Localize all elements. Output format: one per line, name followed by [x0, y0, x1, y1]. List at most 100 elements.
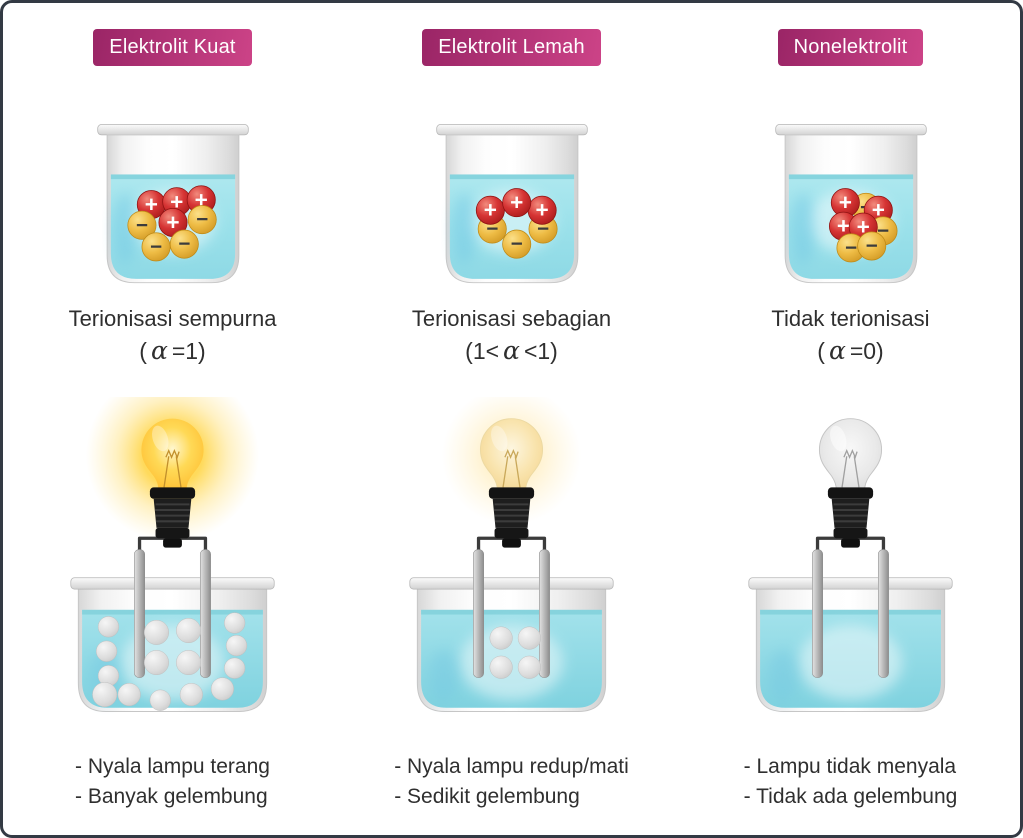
badge-nonelektrolit: Nonelektrolit [777, 29, 924, 66]
negative-ion [126, 210, 156, 240]
socket-ring [155, 528, 190, 539]
ionization-caption-strong: Terionisasi sempurna (α=1) [69, 305, 277, 367]
ionization-caption-weak: Terionisasi sebagian (1<α<1) [412, 305, 611, 367]
gas-bubble [149, 689, 171, 712]
caption-line: Terionisasi sebagian [411, 306, 612, 331]
electrode-right [199, 549, 211, 679]
minus-sign: − [844, 236, 856, 259]
test-beaker-rim [409, 577, 614, 590]
observation-item: - Nyala lampu terang [75, 755, 270, 779]
gas-bubble [179, 683, 203, 707]
bulb-highlight [152, 426, 169, 452]
badge-elektrolit-lemah: Elektrolit Lemah [422, 29, 601, 66]
positive-ion [501, 188, 531, 218]
minus-sign: − [178, 233, 190, 256]
observation-item: - Banyak gelembung [75, 785, 268, 809]
minus-sign: − [196, 208, 208, 231]
ionization-beaker-non: −++−++−− [774, 124, 927, 284]
electrode-right [877, 549, 889, 679]
conductivity-apparatus-non [748, 418, 953, 713]
liquid-shade [767, 649, 798, 703]
liquid-shade [452, 193, 475, 265]
alpha-symbol: α [150, 335, 168, 365]
bulb-filament [841, 456, 860, 488]
plus-sign: + [871, 198, 884, 223]
expr-pre: (1< [465, 337, 500, 364]
gas-bubble [97, 616, 120, 638]
ion-group: +++−+−−− [126, 185, 217, 262]
bulb-socket [488, 487, 535, 500]
socket-ribs [155, 503, 190, 523]
bulb-socket [827, 487, 874, 500]
beaker-rim [774, 124, 927, 136]
socket-ring [833, 528, 868, 539]
gas-bubble [489, 656, 513, 680]
observation-item: - Nyala lampu redup/mati [394, 755, 629, 779]
gas-bubble [517, 626, 541, 650]
test-beaker-rim [70, 577, 275, 590]
ion-group: −+−++− [475, 188, 558, 259]
plus-sign: + [144, 192, 157, 217]
electrode-right [538, 549, 550, 679]
alpha-symbol: α [828, 335, 846, 365]
negative-ion [501, 229, 531, 259]
gas-bubble [95, 641, 118, 663]
observations-weak: - Nyala lampu redup/mati - Sedikit gelem… [394, 752, 629, 812]
negative-ion [169, 229, 199, 259]
liquid-surface [449, 174, 574, 180]
liquid-shade [791, 193, 814, 265]
liquid-highlight [798, 625, 903, 701]
liquid-surface [110, 174, 235, 180]
observation-item: - Sedikit gelembung [394, 785, 580, 809]
liquid-shade [113, 193, 136, 265]
observation-item: - Tidak ada gelembung [743, 785, 958, 809]
bulb-filament-coil [843, 449, 858, 460]
alpha-expression: (α=1) [69, 334, 277, 368]
beaker-rim [435, 124, 588, 136]
observations-non: - Lampu tidak menyala - Tidak ada gelemb… [744, 752, 958, 812]
conductivity-apparatus-weak [409, 397, 614, 713]
column-strong-electrolyte: Elektrolit Kuat +++−+−−− Terionisasi sem… [3, 29, 342, 835]
plus-sign: + [535, 198, 548, 223]
minus-sign: − [150, 236, 162, 259]
minus-sign: − [135, 214, 147, 237]
bulb-socket [149, 487, 196, 500]
gas-bubble [224, 612, 246, 634]
beaker-rim [96, 124, 249, 136]
bulb-filament-coil [165, 449, 180, 460]
socket-nub [841, 538, 860, 549]
socket-ribs [833, 503, 868, 523]
bubble-group [92, 612, 248, 712]
ionization-beaker-weak: −+−++− [435, 124, 588, 284]
gas-bubble [117, 683, 141, 707]
plus-sign: + [510, 190, 523, 215]
socket-ring [494, 528, 529, 539]
column-nonelectrolyte: Nonelektrolit −++−++−− Tidak terionisasi… [681, 29, 1020, 835]
socket-ribs [494, 503, 529, 523]
bubble-group [489, 626, 541, 680]
bulb-filament [502, 456, 521, 488]
ionization-caption-non: Tidak terionisasi (α=0) [771, 305, 929, 367]
expr-post: =1) [171, 337, 206, 364]
expr-pre: ( [817, 337, 825, 364]
liquid-highlight [120, 625, 225, 701]
gas-bubble [144, 620, 169, 646]
plus-sign: + [836, 214, 849, 239]
gas-bubble [176, 650, 201, 676]
badge-elektrolit-kuat: Elektrolit Kuat [93, 29, 252, 66]
expr-post: <1) [523, 337, 558, 364]
socket-body [153, 499, 192, 529]
test-beaker-rim [748, 577, 953, 590]
expr-pre: ( [139, 337, 147, 364]
socket-body [831, 499, 870, 529]
bulb-filament [163, 456, 182, 488]
caption-line: Tidak terionisasi [771, 306, 930, 331]
negative-ion [856, 231, 886, 261]
plus-sign: + [838, 190, 851, 215]
minus-sign: − [865, 235, 877, 258]
observation-item: - Lampu tidak menyala [743, 755, 957, 779]
gas-bubble [224, 657, 246, 680]
gas-bubble [176, 618, 201, 644]
liquid-surface [760, 610, 941, 615]
